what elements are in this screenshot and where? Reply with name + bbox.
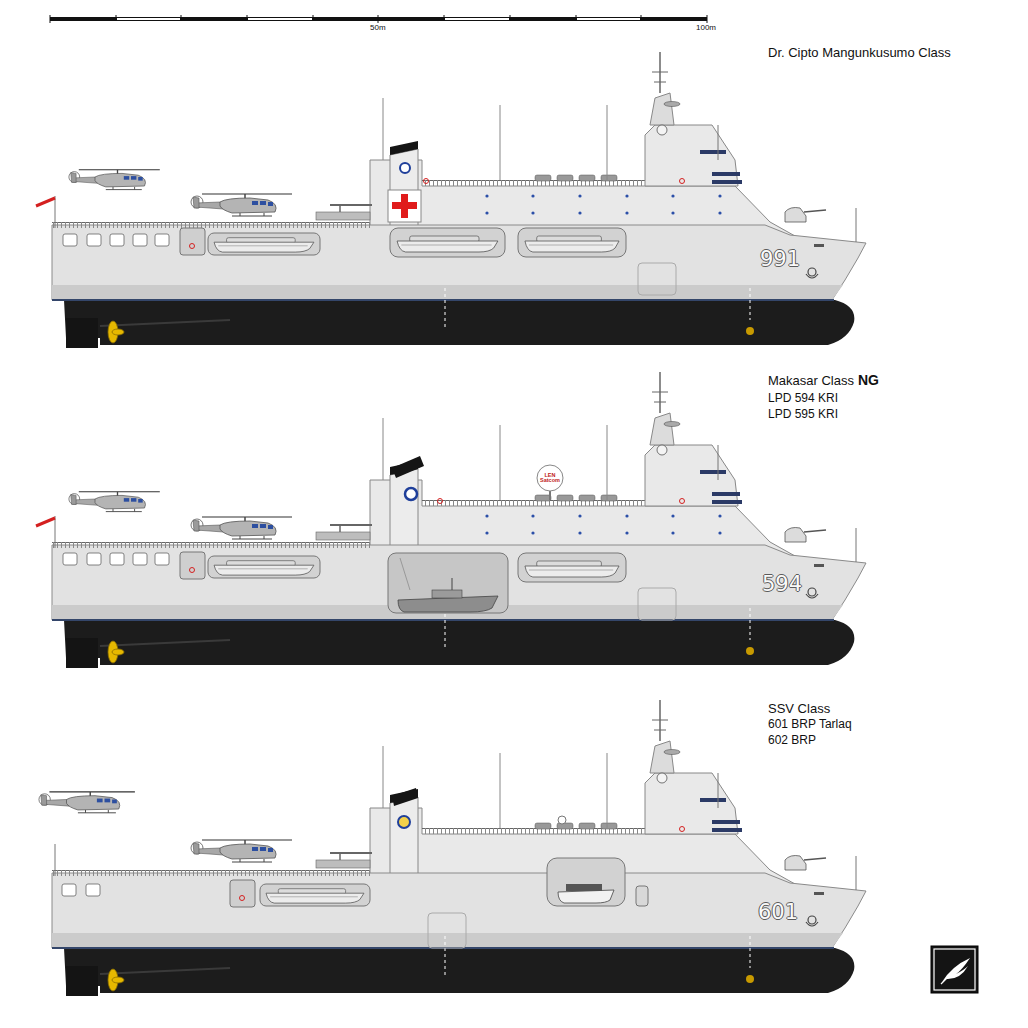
dome-label: LEN Satcom (538, 473, 562, 484)
class-name: Dr. Cipto Mangunkusumo Class (768, 46, 951, 61)
scale-label: 50m (370, 23, 386, 32)
ship-name: 602 BRP (768, 734, 816, 748)
ship-name: LPD 594 KRI (768, 392, 838, 406)
class-name: SSV Class (768, 702, 830, 717)
ship-ssv (39, 700, 866, 996)
ship-makasar (36, 372, 866, 668)
class-name: Makasar Class (768, 374, 854, 389)
hull-number: 601 (758, 900, 798, 924)
class-suffix: NG (858, 372, 879, 388)
hull-number: 594 (762, 572, 802, 596)
ship-name: LPD 595 KRI (768, 408, 838, 422)
ship-cipto (36, 52, 866, 348)
hull-number: 991 (760, 247, 800, 271)
ship-name: 601 BRP Tarlaq (768, 718, 852, 732)
scale-label: 100m (696, 23, 716, 32)
